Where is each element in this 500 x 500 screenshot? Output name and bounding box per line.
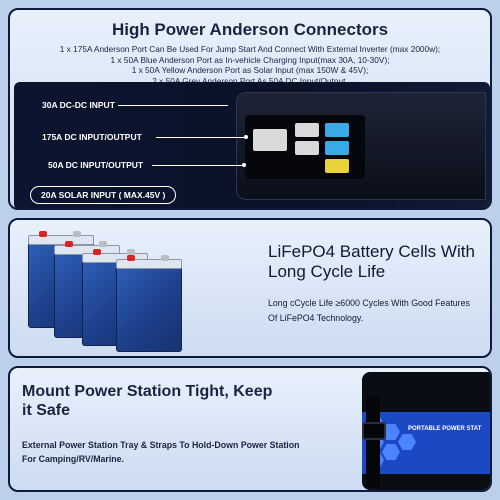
terminal-silver (127, 249, 135, 255)
mount-body: External Power Station Tray & Straps To … (22, 440, 300, 464)
anderson-line: 1 x 175A Anderson Port Can Be Used For J… (59, 44, 441, 54)
anderson-title: High Power Anderson Connectors (111, 20, 389, 39)
battery-body: Long cCycle Life ≥6000 Cycles With Good … (268, 298, 470, 323)
label-50a-dc: 50A DC INPUT/OUTPUT (48, 160, 144, 170)
terminal-red (65, 241, 73, 247)
anderson-blue-port (325, 123, 349, 137)
anderson-50a-grey-port (295, 141, 319, 155)
cell-cap (116, 259, 182, 269)
cell-cap (28, 235, 94, 245)
callout-line (152, 165, 244, 166)
callout-dot (244, 135, 248, 139)
label-175a-dc: 175A DC INPUT/OUTPUT (42, 132, 142, 142)
hexagon-pattern (382, 444, 400, 460)
mount-panel: Mount Power Station Tight, Keep it Safe … (8, 366, 492, 492)
battery-title: LiFePO4 Battery Cells With Long Cycle Li… (268, 242, 475, 281)
anderson-line: 1 x 50A Yellow Anderson Port as Solar In… (131, 65, 369, 75)
callout-dot (242, 163, 246, 167)
anderson-line: 2 x 50A Grey Anderson Port As 50A DC Inp… (152, 75, 348, 86)
anderson-50a-grey-port (295, 123, 319, 137)
terminal-red (93, 249, 101, 255)
terminal-silver (73, 231, 81, 237)
anderson-175a-port (253, 129, 287, 151)
power-station-tray-image: PORTABLE POWER STAT (362, 372, 490, 490)
mount-title: Mount Power Station Tight, Keep it Safe (22, 383, 273, 419)
label-dc-dc-input: 30A DC-DC INPUT (42, 100, 115, 110)
anderson-panel: High Power Anderson Connectors 1 x 175A … (8, 8, 492, 210)
terminal-silver (99, 241, 107, 247)
power-station-side-image (236, 92, 486, 200)
terminal-silver (161, 255, 169, 261)
connector-panel (245, 115, 365, 179)
hold-down-strap (366, 396, 380, 488)
strap-buckle (362, 422, 386, 440)
label-solar-input: 20A SOLAR INPUT ( MAX.45V ) (30, 186, 177, 204)
callout-line (156, 137, 246, 138)
hexagon-pattern (382, 424, 400, 440)
anderson-blue-port (325, 141, 349, 155)
station-brand-text: PORTABLE POWER STAT (408, 426, 482, 432)
anderson-line: 1 x 50A Blue Anderson Port as In-vehicle… (110, 54, 390, 65)
anderson-yellow-port (325, 159, 349, 173)
cell-cap (82, 253, 148, 263)
anderson-description: 1 x 175A Anderson Port Can Be Used For J… (10, 44, 490, 86)
battery-panel: LiFePO4 Battery Cells With Long Cycle Li… (8, 218, 492, 358)
terminal-red (127, 255, 135, 261)
hexagon-pattern (398, 434, 416, 450)
callout-line (118, 105, 228, 106)
battery-cell (116, 255, 182, 352)
terminal-red (39, 231, 47, 237)
